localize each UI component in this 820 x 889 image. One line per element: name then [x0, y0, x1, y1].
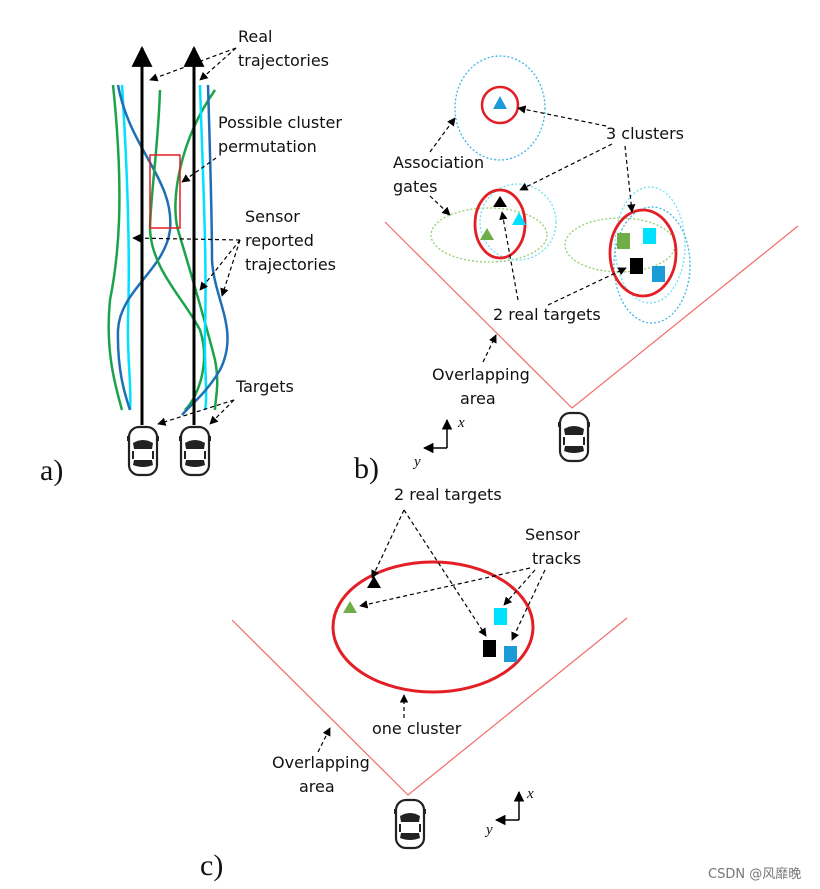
label-area-c: area — [299, 777, 335, 796]
real-target-triangle-c — [367, 576, 381, 588]
axis-icon-c — [494, 790, 525, 826]
axis-y-label-c: y — [484, 822, 493, 838]
track-triangle-top — [493, 96, 507, 109]
track-triangle-green-mid — [480, 228, 494, 240]
track-square-blue-right — [652, 266, 665, 282]
association-gate-right-cyan — [614, 186, 686, 304]
panel-label-c: c) — [200, 849, 223, 882]
panel-c: 2 real targets Sensor tracks one cluster… — [200, 485, 628, 882]
label-2-real-targets-b: 2 real targets — [493, 305, 601, 324]
axis-icon-b — [422, 418, 453, 454]
label-overlapping-c: Overlapping — [272, 753, 370, 772]
real-target-square-c — [483, 640, 496, 657]
panel-b: Association gates 3 clusters 2 real targ… — [354, 55, 799, 485]
real-target-square-right — [630, 258, 643, 274]
label-sensor: Sensor — [245, 207, 300, 226]
label-targets: Targets — [235, 377, 294, 396]
axis-x-label-b: x — [457, 415, 465, 431]
panel-label-a: a) — [40, 454, 63, 487]
car-icon-left — [125, 425, 161, 477]
track-triangle-cyan-mid — [512, 212, 526, 225]
cluster-top — [480, 85, 520, 125]
cluster-one — [331, 560, 535, 694]
label-one-cluster: one cluster — [372, 719, 462, 738]
association-gate-top — [454, 55, 546, 161]
sensor-trajectory-blue-left — [116, 84, 172, 411]
axis-y-label-b: y — [412, 454, 421, 470]
label-sensor-c: Sensor — [525, 525, 580, 544]
sensor-trajectory-cyan-left — [120, 84, 132, 411]
track-square-cyan-right — [643, 228, 656, 244]
real-target-triangle-mid — [493, 196, 507, 207]
track-square-cyan-c — [494, 608, 507, 625]
association-gate-right-blue — [613, 206, 691, 324]
label-3-clusters: 3 clusters — [606, 124, 684, 143]
label-possible-cluster: Possible cluster — [218, 113, 342, 132]
label-gates: gates — [393, 177, 437, 196]
overlap-area-v — [384, 221, 799, 409]
label-area-b: area — [460, 389, 496, 408]
association-gate-mid-cyan — [479, 183, 557, 261]
label-reported: reported — [245, 231, 314, 250]
sensor-trajectory-blue-right — [181, 84, 229, 416]
sensor-trajectory-cyan-right — [198, 84, 208, 411]
car-icon-right — [177, 425, 213, 477]
sensor-trajectory-green-right — [174, 89, 219, 411]
watermark: CSDN @风靡晚 — [708, 866, 801, 882]
label-reported-trajectories: trajectories — [245, 255, 336, 274]
panel-label-b: b) — [354, 452, 379, 485]
association-gate-mid-green — [430, 207, 548, 263]
label-overlapping-b: Overlapping — [432, 365, 530, 384]
axis-x-label-c: x — [526, 786, 534, 802]
sensor-trajectory-green-left — [107, 84, 124, 411]
panel-a: Real trajectories Possible cluster permu… — [40, 27, 342, 487]
label-tracks-c: tracks — [532, 549, 581, 568]
track-square-green-right — [617, 233, 630, 249]
overlap-area-v-c — [231, 617, 628, 796]
cluster-permutation-box — [149, 154, 181, 229]
track-square-blue-c — [504, 646, 517, 662]
label-association: Association — [393, 153, 484, 172]
label-trajectories: trajectories — [238, 51, 329, 70]
label-real: Real — [238, 27, 273, 46]
car-icon-b — [556, 411, 592, 463]
label-permutation: permutation — [218, 137, 317, 156]
sensor-trajectory-green-mid — [148, 89, 206, 411]
car-icon-c — [392, 798, 428, 850]
label-2-real-targets-c: 2 real targets — [394, 485, 502, 504]
cluster-right — [608, 208, 678, 298]
track-triangle-green-c — [343, 601, 357, 613]
